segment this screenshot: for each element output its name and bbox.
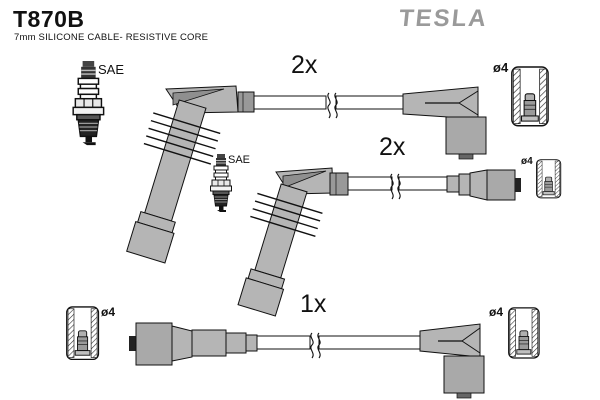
elbow-boot-top-right (402, 86, 487, 160)
elbow-boot-bottom-right (419, 323, 485, 399)
straight-connector-middle-right (446, 169, 521, 201)
diameter-label-middle-right: ø4 (521, 156, 533, 167)
cable-top (252, 92, 404, 119)
diameter-label-top-right: ø4 (493, 60, 509, 75)
page-title: T870B (13, 6, 85, 32)
terminal-cup-icon (536, 159, 562, 199)
terminal-cup-icon (508, 307, 540, 359)
angled-boot-top (126, 85, 255, 264)
spark-plug-icon (72, 60, 105, 146)
quantity-label-middle: 2x (379, 133, 406, 161)
sae-label-middle: SAE (228, 154, 251, 166)
spark-plug-icon (210, 153, 232, 213)
diameter-label-bottom-right: ø4 (489, 305, 504, 319)
quantity-label-top: 2x (291, 51, 318, 79)
quantity-label-bottom: 1x (300, 290, 327, 318)
diameter-label-bottom-left: ø4 (101, 305, 116, 319)
cable-bottom (256, 332, 421, 359)
terminal-cup-icon (66, 306, 100, 361)
cable-middle (347, 173, 448, 200)
terminal-cup-icon (511, 66, 549, 127)
sae-label-top: SAE (98, 62, 125, 77)
angled-boot-middle (237, 167, 349, 317)
cable-spec-subtitle: 7mm SILICONE CABLE- RESISTIVE CORE (14, 32, 209, 43)
straight-connector-bottom-left (129, 322, 258, 366)
